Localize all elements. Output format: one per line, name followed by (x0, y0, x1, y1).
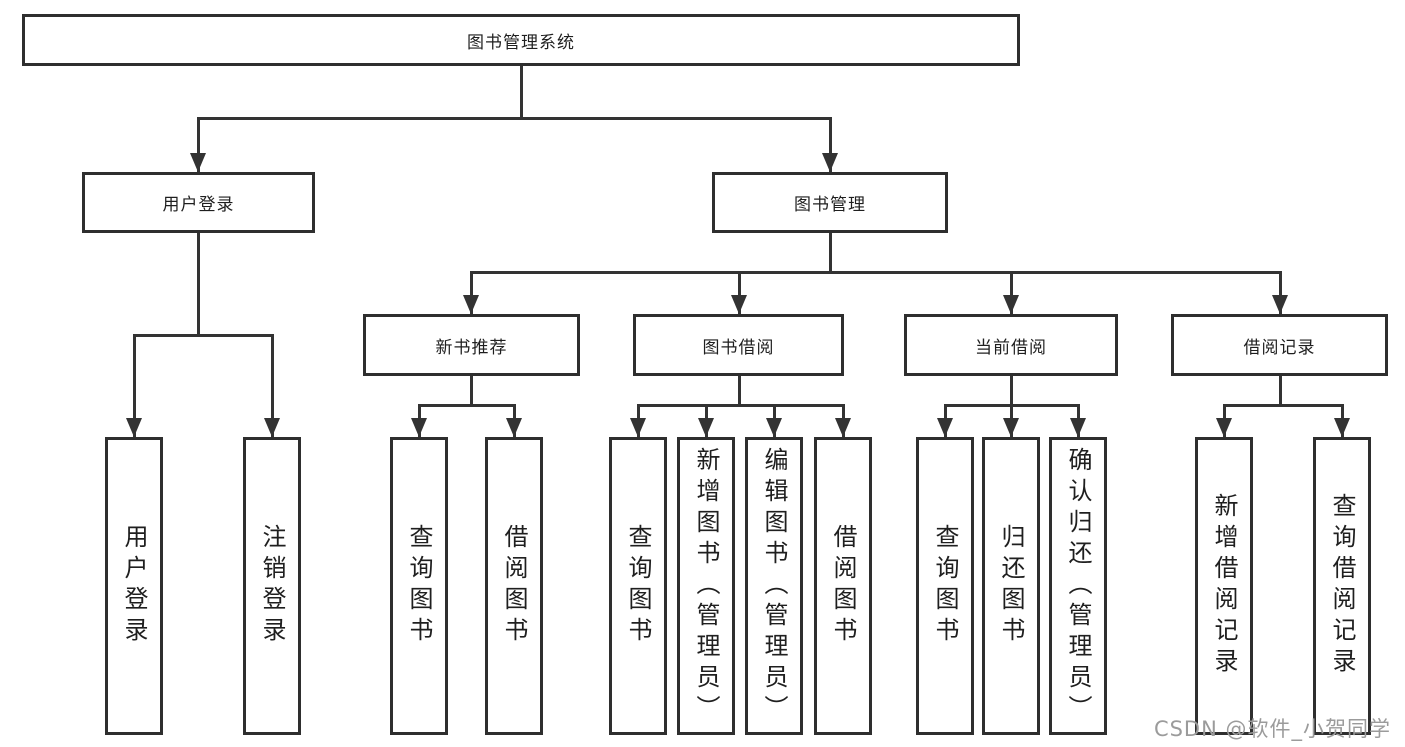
node-borrowing-records: 借阅记录 (1171, 314, 1388, 376)
connector-line (469, 270, 1282, 274)
node-borrow-books: 借阅图书 (814, 437, 872, 735)
arrow-down-icon (1003, 418, 1019, 437)
node-query-books-current: 查询图书 (916, 437, 974, 735)
connector-line (828, 118, 832, 172)
arrow-down-icon (937, 418, 953, 437)
connector-line (196, 116, 832, 120)
node-library-management-system: 图书管理系统 (22, 14, 1020, 66)
connector-line (828, 233, 832, 272)
connector-line (519, 66, 523, 118)
node-logout: 注销登录 (243, 437, 301, 735)
connector-line (737, 376, 741, 405)
arrow-down-icon (506, 418, 522, 437)
arrow-down-icon (190, 153, 206, 172)
node-borrow-books-recommend: 借阅图书 (485, 437, 543, 735)
watermark: CSDN @软件_小贺同学 (1153, 717, 1391, 741)
node-book-management: 图书管理 (712, 172, 948, 233)
node-new-book-recommendation: 新书推荐 (363, 314, 580, 376)
node-query-books-recommend: 查询图书 (390, 437, 448, 735)
node-edit-books-admin: 编辑图书（管理员） (745, 437, 803, 735)
arrow-down-icon (1272, 295, 1288, 314)
node-return-books: 归还图书 (982, 437, 1040, 735)
connector-line (737, 272, 741, 314)
arrow-down-icon (1216, 418, 1232, 437)
arrow-down-icon (463, 295, 479, 314)
node-current-borrowing: 当前借阅 (904, 314, 1118, 376)
arrow-down-icon (835, 418, 851, 437)
arrow-down-icon (766, 418, 782, 437)
arrow-down-icon (126, 418, 142, 437)
connector-line (270, 335, 274, 437)
arrow-down-icon (1070, 418, 1086, 437)
connector-line (132, 333, 274, 337)
connector-line (469, 376, 473, 405)
node-query-borrow-record: 查询借阅记录 (1313, 437, 1371, 735)
arrow-down-icon (1003, 295, 1019, 314)
connector-line (1222, 403, 1344, 407)
arrow-down-icon (698, 418, 714, 437)
connector-line (1009, 376, 1013, 405)
node-confirm-return-admin: 确认归还（管理员） (1049, 437, 1107, 735)
node-user-login: 用户登录 (82, 172, 315, 233)
connector-line (1278, 272, 1282, 314)
connector-line (132, 335, 136, 437)
node-add-borrow-record: 新增借阅记录 (1195, 437, 1253, 735)
connector-line (417, 403, 516, 407)
arrow-down-icon (822, 153, 838, 172)
connector-line (469, 272, 473, 314)
arrow-down-icon (630, 418, 646, 437)
node-book-borrowing: 图书借阅 (633, 314, 844, 376)
arrow-down-icon (411, 418, 427, 437)
arrow-down-icon (1334, 418, 1350, 437)
node-query-books-borrow: 查询图书 (609, 437, 667, 735)
connector-line (1278, 376, 1282, 405)
connector-line (196, 118, 200, 172)
node-add-books-admin: 新增图书（管理员） (677, 437, 735, 735)
connector-line (196, 233, 200, 335)
arrow-down-icon (731, 295, 747, 314)
arrow-down-icon (264, 418, 280, 437)
connector-line (636, 403, 845, 407)
node-user-login-action: 用户登录 (105, 437, 163, 735)
connector-line (1009, 272, 1013, 314)
